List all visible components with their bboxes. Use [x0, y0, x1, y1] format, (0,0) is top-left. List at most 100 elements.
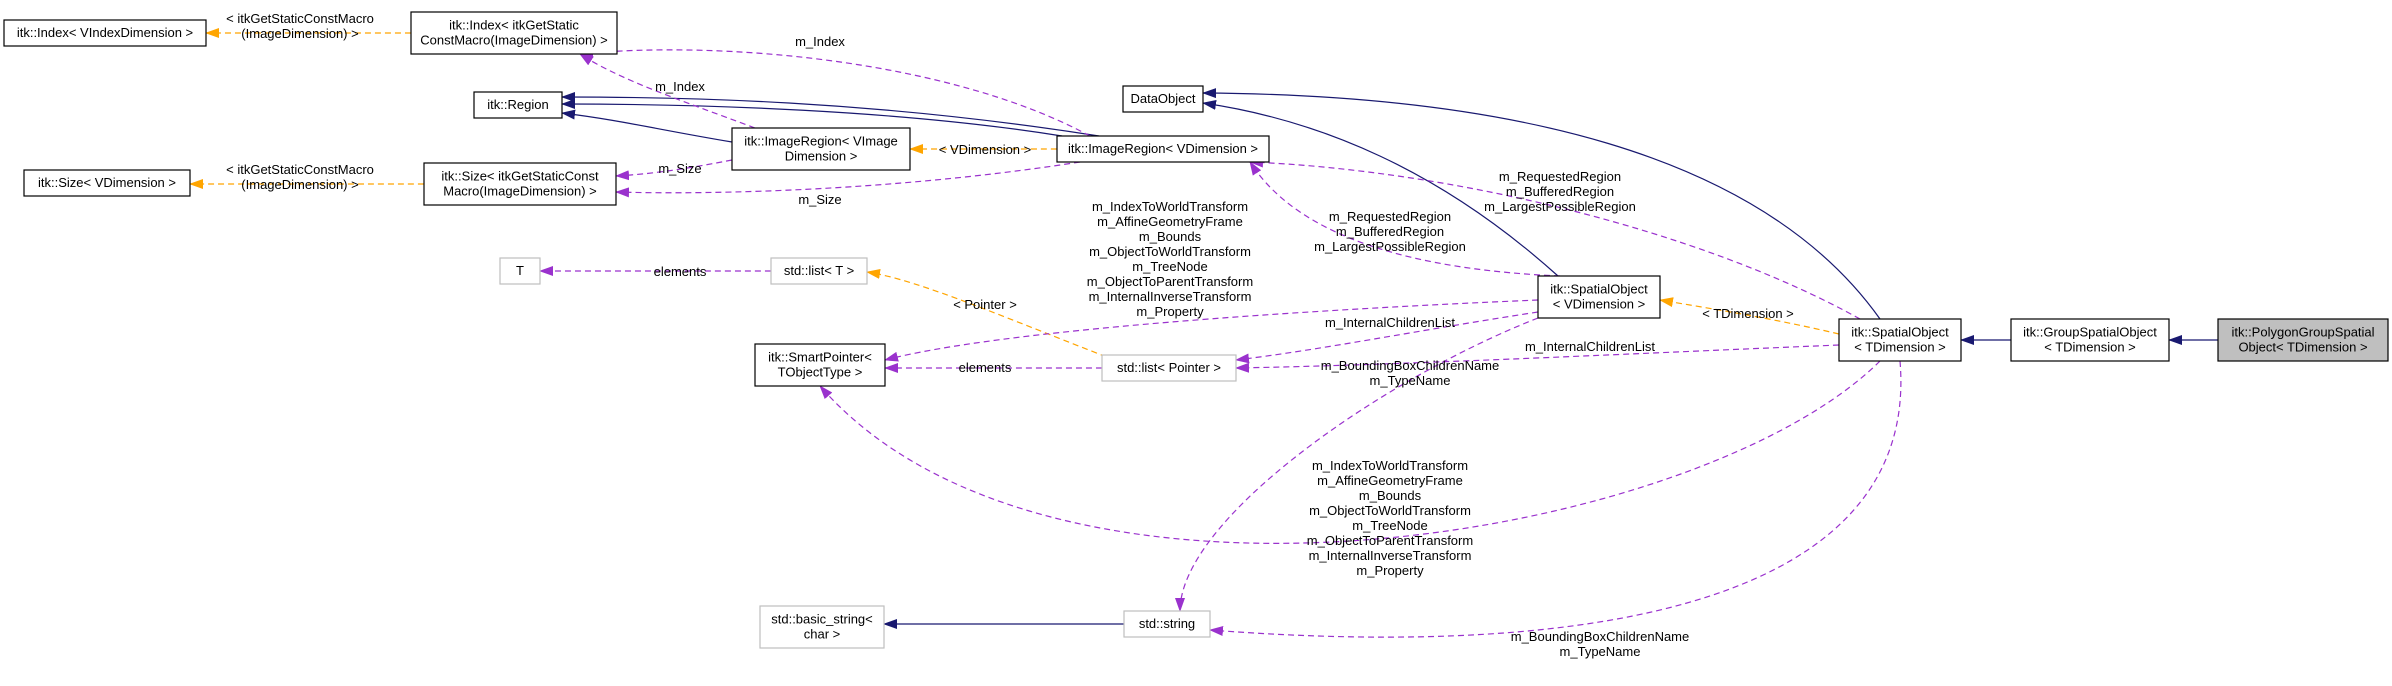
node-label-line: itk::GroupSpatialObject	[2023, 325, 2157, 340]
edge-label-line: (ImageDimension) >	[241, 26, 358, 41]
node-index-vindex[interactable]: itk::Index< VIndexDimension >	[3, 19, 207, 47]
node-label-line: std::basic_string<	[771, 612, 873, 627]
node-size-vdim[interactable]: itk::Size< VDimension >	[23, 169, 191, 197]
edge-label-tdimension-tpl: < TDimension >	[1702, 306, 1794, 321]
edge-label-line: m_Size	[658, 161, 701, 176]
node-label-line: std::list< Pointer >	[1117, 360, 1221, 375]
edge-label-line: m_InternalInverseTransform	[1089, 289, 1252, 304]
edge-label-line: m_RequestedRegion	[1329, 209, 1451, 224]
node-label-line: Macro(ImageDimension) >	[443, 184, 597, 199]
edge-label-pointer-tpl: < Pointer >	[953, 297, 1017, 312]
edge-inh-4	[1202, 88, 1881, 320]
node-label-line: std::list< T >	[784, 263, 854, 278]
edge-tpl-12	[1659, 297, 1840, 335]
edge-label-line: m_Property	[1356, 563, 1424, 578]
edge-label-m-index-mid: m_Index	[655, 79, 705, 94]
edge-label-line: m_Bounds	[1139, 229, 1202, 244]
edge-use-16	[615, 161, 1081, 198]
edge-label-line: m_Index	[795, 34, 845, 49]
node-t[interactable]: T	[499, 257, 541, 285]
node-label-line: itk::Region	[487, 97, 548, 112]
edge-label-transforms-bottom: m_IndexToWorldTransformm_AffineGeometryF…	[1307, 458, 1473, 578]
node-basic-string[interactable]: std::basic_string<char >	[759, 605, 885, 649]
edge-label-line: m_LargestPossibleRegion	[1314, 239, 1466, 254]
node-label-line: itk::SpatialObject	[1550, 282, 1648, 297]
node-label-line: < TDimension >	[1854, 340, 1946, 355]
edge-label-size-template: < itkGetStaticConstMacro(ImageDimension)…	[226, 162, 374, 192]
edge-use-20	[1235, 311, 1539, 364]
edge-label-line: m_BoundingBoxChildrenName	[1321, 358, 1500, 373]
node-label-line: itk::SpatialObject	[1851, 325, 1949, 340]
edge-label-elements-t: elements	[654, 264, 707, 279]
edge-use-19	[884, 299, 1539, 362]
node-label-line: itk::PolygonGroupSpatial	[2231, 325, 2374, 340]
node-label-line: itk::Size< itkGetStaticConst	[441, 169, 599, 184]
node-label-line: itk::Index< VIndexDimension >	[17, 25, 193, 40]
edge-label-m-index-top: m_Index	[795, 34, 845, 49]
edge-use-25	[819, 360, 1881, 544]
edge-inh-3	[1202, 99, 1559, 277]
node-label-line: DataObject	[1130, 91, 1195, 106]
node-label-line: itk::ImageRegion< VDimension >	[1068, 141, 1258, 156]
node-size-static[interactable]: itk::Size< itkGetStaticConstMacro(ImageD…	[423, 162, 617, 206]
edge-label-line: m_BoundingBoxChildrenName	[1511, 629, 1690, 644]
edge-label-line: < itkGetStaticConstMacro	[226, 162, 374, 177]
node-stdstring[interactable]: std::string	[1123, 610, 1211, 638]
edge-use-21	[1235, 344, 1840, 373]
edge-use-17	[1249, 157, 1861, 320]
edge-label-vdimension-tpl: < VDimension >	[939, 142, 1032, 157]
node-label-line: itk::Index< itkGetStatic	[449, 18, 579, 33]
node-stdlist-pointer[interactable]: std::list< Pointer >	[1101, 354, 1237, 382]
node-label-line: ConstMacro(ImageDimension) >	[420, 33, 607, 48]
node-label-line: itk::ImageRegion< VImage	[744, 134, 898, 149]
node-spatial-tdim[interactable]: itk::SpatialObject< TDimension >	[1838, 318, 1962, 362]
node-label-line: char >	[804, 627, 841, 642]
edge-label-line: (ImageDimension) >	[241, 177, 358, 192]
edge-label-line: < itkGetStaticConstMacro	[226, 11, 374, 26]
edge-label-line: < VDimension >	[939, 142, 1032, 157]
edge-label-line: m_TreeNode	[1352, 518, 1427, 533]
edge-label-line: m_TreeNode	[1132, 259, 1207, 274]
node-index-static[interactable]: itk::Index< itkGetStaticConstMacro(Image…	[410, 11, 618, 55]
edge-label-regions-mid: m_RequestedRegionm_BufferedRegionm_Large…	[1314, 209, 1466, 254]
node-dataobject[interactable]: DataObject	[1122, 85, 1204, 113]
node-label-line: itk::Size< VDimension >	[38, 175, 176, 190]
node-label-line: < VDimension >	[1553, 297, 1646, 312]
node-smartpointer[interactable]: itk::SmartPointer<TObjectType >	[754, 343, 886, 387]
edge-label-line: elements	[959, 360, 1012, 375]
edge-use-26	[1209, 360, 1902, 638]
edge-tpl-11	[866, 269, 1126, 365]
edge-label-line: m_InternalInverseTransform	[1309, 548, 1472, 563]
edge-label-index-template: < itkGetStaticConstMacro(ImageDimension)…	[226, 11, 374, 41]
node-stdlist-t[interactable]: std::list< T >	[770, 257, 868, 285]
edge-label-elements-ptr: elements	[959, 360, 1012, 375]
node-imageregion-vdim[interactable]: itk::ImageRegion< VDimension >	[1056, 135, 1270, 163]
edge-label-line: m_ObjectToWorldTransform	[1089, 244, 1251, 259]
node-groupspatial[interactable]: itk::GroupSpatialObject< TDimension >	[2010, 318, 2170, 362]
edge-use-18	[1249, 161, 1561, 277]
edge-label-line: m_InternalChildrenList	[1325, 315, 1455, 330]
edge-label-children-right: m_InternalChildrenList	[1525, 339, 1655, 354]
edge-label-transforms-top: m_IndexToWorldTransformm_AffineGeometryF…	[1087, 199, 1253, 319]
node-label-line: T	[516, 263, 524, 278]
edge-label-line: m_Index	[655, 79, 705, 94]
edge-label-m-size-left: m_Size	[658, 161, 701, 176]
edge-label-line: m_ObjectToParentTransform	[1307, 533, 1473, 548]
edge-use-14	[579, 53, 756, 129]
edge-inh-1	[561, 92, 1100, 137]
node-label-line: std::string	[1139, 616, 1195, 631]
node-label-line: Dimension >	[785, 149, 858, 164]
node-spatial-vdim[interactable]: itk::SpatialObject< VDimension >	[1537, 275, 1661, 319]
edge-label-m-size-bottom: m_Size	[798, 192, 841, 207]
edge-label-line: m_TypeName	[1560, 644, 1641, 659]
edge-inh-0	[561, 99, 1063, 137]
edge-label-line: m_BufferedRegion	[1506, 184, 1614, 199]
node-region[interactable]: itk::Region	[473, 91, 563, 119]
edge-label-line: m_IndexToWorldTransform	[1092, 199, 1248, 214]
edge-label-line: m_ObjectToParentTransform	[1087, 274, 1253, 289]
edge-label-regions-right: m_RequestedRegionm_BufferedRegionm_Large…	[1484, 169, 1636, 214]
